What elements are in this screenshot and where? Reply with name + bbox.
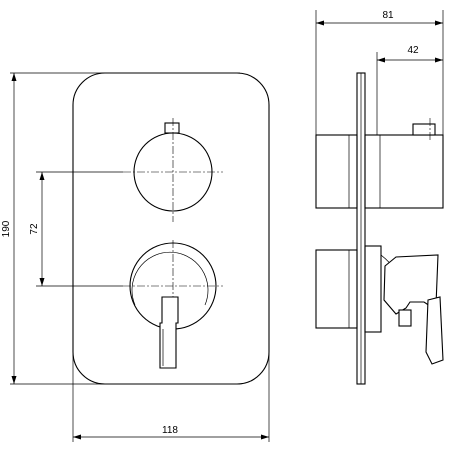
side-lever-tip [425, 296, 444, 365]
dimension-label-118: 118 [162, 425, 178, 436]
thermostat-knob [123, 118, 223, 222]
diverter-knob [123, 240, 223, 369]
side-upper-body [315, 134, 358, 209]
side-view [315, 10, 444, 385]
side-upper-cap [364, 134, 444, 209]
dimension-label-190: 190 [1, 220, 12, 237]
dimension-label-72: 72 [29, 223, 40, 235]
dimension-cap-depth: 42 [377, 45, 443, 63]
dimension-label-81: 81 [382, 10, 394, 21]
dimension-label-42: 42 [407, 45, 419, 56]
diverter-lever [159, 296, 179, 369]
side-diverter-handle [383, 254, 439, 315]
dimension-center-distance: 72 [29, 172, 45, 286]
front-view [10, 72, 270, 442]
dimension-overall-height: 190 [1, 73, 17, 384]
dimension-overall-width: 118 [73, 425, 269, 440]
dimension-side-depth: 81 [316, 10, 443, 26]
side-lower-cap [364, 245, 382, 333]
side-lower-body [315, 249, 358, 329]
